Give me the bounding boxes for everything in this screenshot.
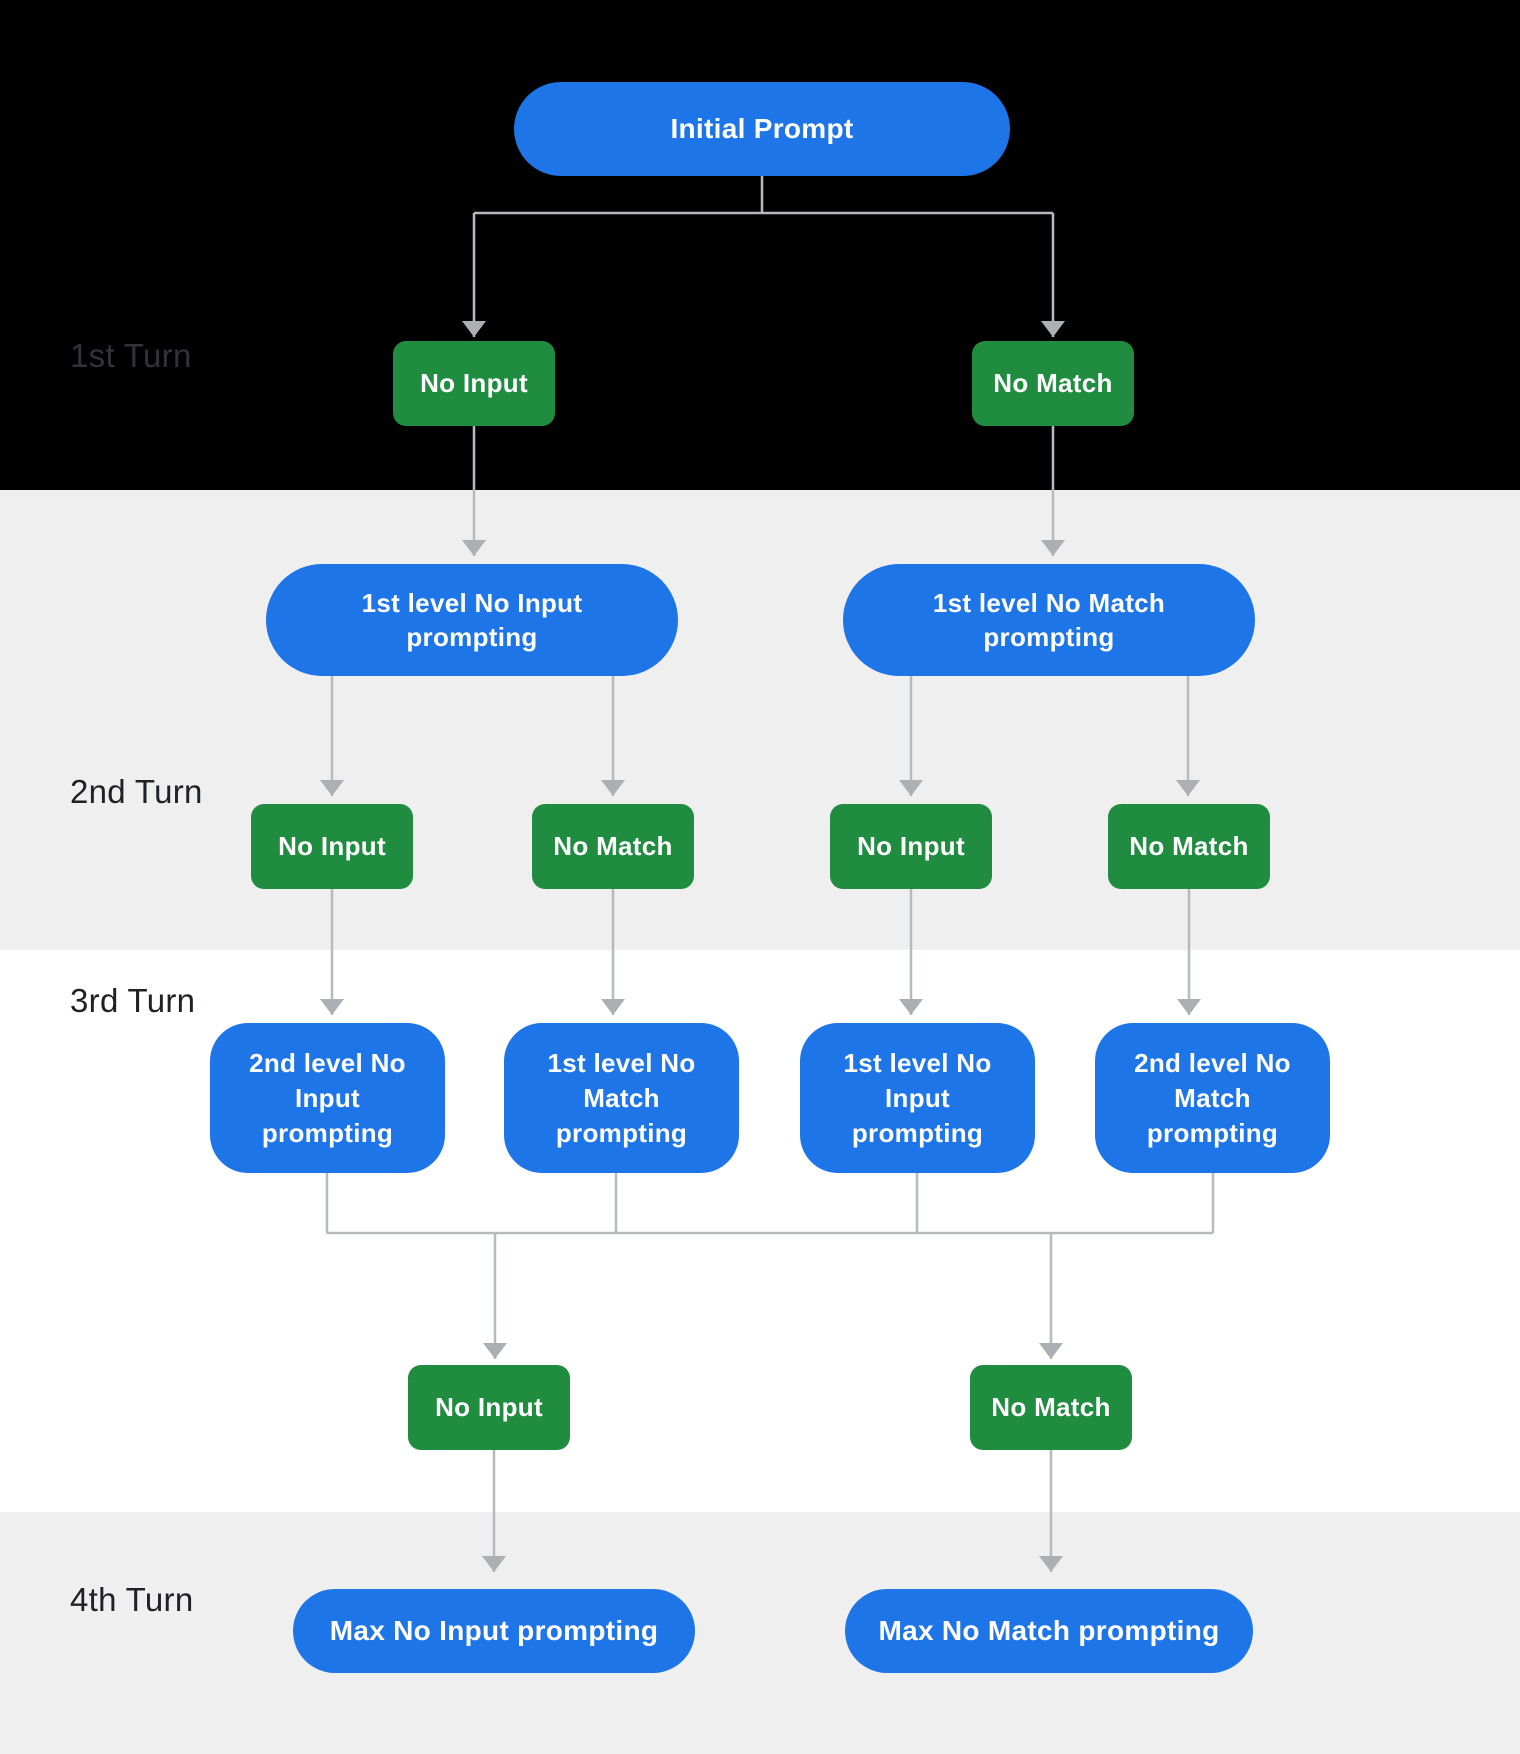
node-2nd-level-no-match-prompting: 2nd level No Match prompting	[1095, 1023, 1330, 1173]
node-t2-no-input-left-label: No Input	[278, 831, 386, 861]
node-max-no-input-prompting-label: Max No Input prompting	[329, 1615, 659, 1646]
node-1st-level-no-input-prompting: 1st level No Input prompting	[266, 564, 678, 676]
node-t3-no-input-label: No Input	[435, 1392, 543, 1422]
node-t2-no-input-right: No Input	[830, 804, 992, 889]
node-t2-no-match-left-label: No Match	[553, 831, 673, 861]
node-1st-level-no-input-prompting-label: 1st level No Input prompting	[361, 588, 583, 652]
band-turn4-gray	[0, 1512, 1520, 1754]
node-1st-level-no-input-prompting-2-label: 1st level No Input prompting	[843, 1047, 992, 1148]
node-t1-no-match: No Match	[972, 341, 1134, 426]
turn-label-2nd: 2nd Turn	[70, 773, 203, 810]
band-turn1-black	[0, 0, 1520, 490]
node-1st-level-no-match-prompting-label: 1st level No Match prompting	[932, 588, 1166, 652]
node-t2-no-match-left: No Match	[532, 804, 694, 889]
node-t1-no-input-label: No Input	[420, 368, 528, 398]
node-1st-level-no-match-prompting-2-label: 1st level No Match prompting	[547, 1047, 696, 1148]
node-t1-no-match-label: No Match	[993, 368, 1113, 398]
node-t2-no-input-right-label: No Input	[857, 831, 965, 861]
turn-label-3rd: 3rd Turn	[70, 982, 196, 1019]
node-t2-no-match-right: No Match	[1108, 804, 1270, 889]
node-1st-level-no-match-prompting: 1st level No Match prompting	[843, 564, 1255, 676]
node-t3-no-match-label: No Match	[991, 1392, 1111, 1422]
node-initial-prompt: Initial Prompt	[514, 82, 1010, 176]
turn-label-1st: 1st Turn	[70, 337, 192, 374]
node-2nd-level-no-input-prompting-label: 2nd level No Input prompting	[249, 1047, 406, 1148]
node-t2-no-input-left: No Input	[251, 804, 413, 889]
node-max-no-input-prompting: Max No Input prompting	[293, 1589, 695, 1673]
node-max-no-match-prompting-label: Max No Match prompting	[878, 1615, 1220, 1646]
node-t2-no-match-right-label: No Match	[1129, 831, 1249, 861]
node-initial-prompt-label: Initial Prompt	[670, 113, 854, 144]
node-2nd-level-no-match-prompting-label: 2nd level No Match prompting	[1134, 1047, 1291, 1148]
node-2nd-level-no-input-prompting: 2nd level No Input prompting	[210, 1023, 445, 1173]
node-t3-no-input: No Input	[408, 1365, 570, 1450]
node-1st-level-no-match-prompting-2: 1st level No Match prompting	[504, 1023, 739, 1173]
turn-label-4th: 4th Turn	[70, 1581, 194, 1618]
node-1st-level-no-input-prompting-2: 1st level No Input prompting	[800, 1023, 1035, 1173]
node-max-no-match-prompting: Max No Match prompting	[845, 1589, 1253, 1673]
node-t3-no-match: No Match	[970, 1365, 1132, 1450]
node-t1-no-input: No Input	[393, 341, 555, 426]
